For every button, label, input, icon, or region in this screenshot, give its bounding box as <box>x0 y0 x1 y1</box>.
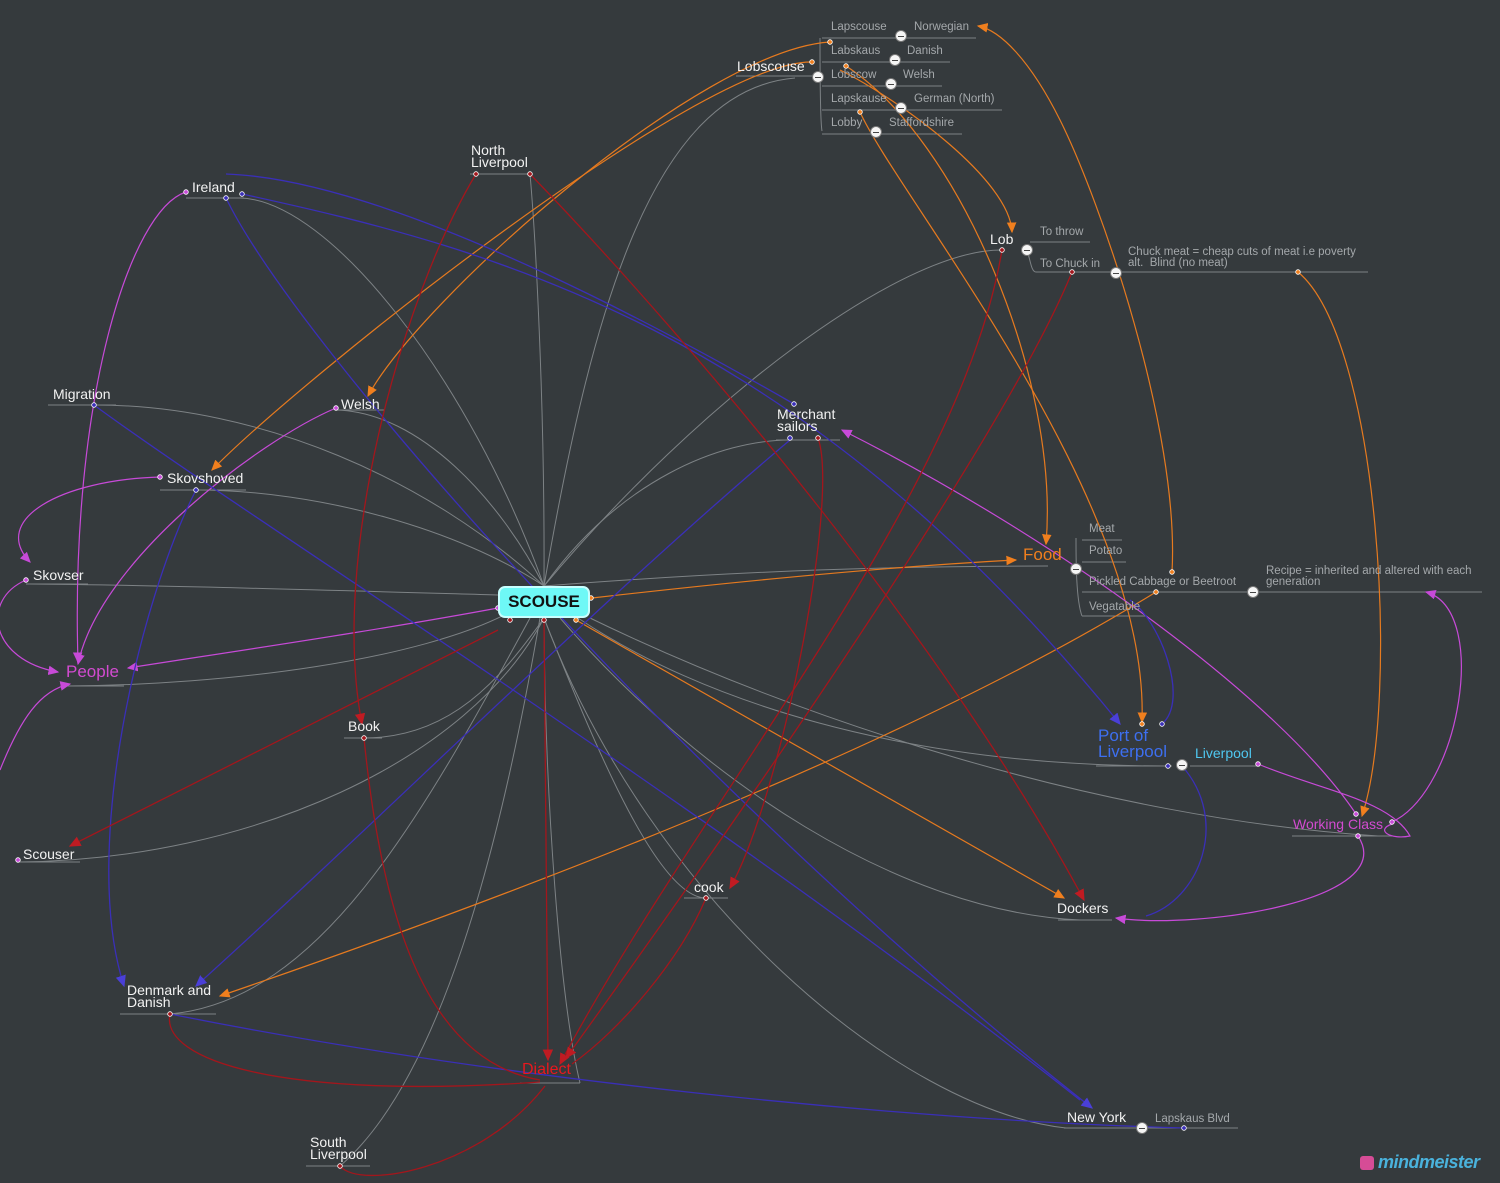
node-south-liverpool[interactable]: South Liverpool <box>310 1134 367 1162</box>
node-lapskaus-blvd[interactable]: Lapskaus Blvd <box>1155 1113 1230 1125</box>
node-skovser[interactable]: Skovser <box>33 567 84 583</box>
node-new-york[interactable]: New York <box>1067 1109 1127 1125</box>
node-potato[interactable]: Potato <box>1089 545 1123 557</box>
node-lobscow[interactable]: Lobscow <box>831 69 877 81</box>
dialect-links <box>68 173 1085 1177</box>
logo-text: mindmeister <box>1378 1152 1480 1172</box>
node-labskaus[interactable]: Labskaus <box>831 45 881 57</box>
collapse-new-york-button[interactable] <box>1136 1122 1148 1134</box>
node-merchant-sailors[interactable]: Merchant sailors <box>777 406 836 434</box>
node-vegatable[interactable]: Vegatable <box>1089 601 1141 613</box>
node-danish[interactable]: Danish <box>907 45 943 57</box>
node-north-liverpool[interactable]: North Liverpool <box>471 142 528 170</box>
collapse-labskaus-button[interactable] <box>889 54 901 66</box>
node-cook[interactable]: cook <box>694 879 724 895</box>
migration-links <box>93 173 1207 1129</box>
node-food[interactable]: Food <box>1023 545 1062 564</box>
mindmeister-logo[interactable]: mindmeister <box>1360 1152 1480 1173</box>
node-norwegian[interactable]: Norwegian <box>914 21 969 33</box>
node-skovshoved[interactable]: Skovshoved <box>167 470 244 486</box>
collapse-lobscow-button[interactable] <box>885 78 897 90</box>
node-to-chuck-in[interactable]: To Chuck in <box>1040 258 1101 270</box>
node-lobscouse[interactable]: Lobscouse <box>737 58 805 74</box>
collapse-port-button[interactable] <box>1176 759 1188 771</box>
node-welsh-language[interactable]: Welsh <box>903 69 935 81</box>
node-lobby[interactable]: Lobby <box>831 117 863 129</box>
connection-dots <box>15 39 1395 1169</box>
node-meat[interactable]: Meat <box>1089 523 1115 535</box>
food-links <box>211 23 1382 998</box>
node-people[interactable]: People <box>66 662 119 681</box>
node-german-north[interactable]: German (North) <box>914 93 995 105</box>
central-node-scouse[interactable]: SCOUSE <box>498 586 590 618</box>
node-scouser[interactable]: Scouser <box>23 846 75 862</box>
tree-connections <box>17 77 1379 1167</box>
node-dialect[interactable]: Dialect <box>522 1061 571 1078</box>
collapse-lob-button[interactable] <box>1021 244 1033 256</box>
collapse-lobby-button[interactable] <box>870 126 882 138</box>
collapse-pickled-button[interactable] <box>1247 586 1259 598</box>
node-recipe[interactable]: Recipe = inherited and altered with each… <box>1266 565 1472 588</box>
node-migration[interactable]: Migration <box>53 386 111 402</box>
node-ireland[interactable]: Ireland <box>192 179 235 195</box>
node-chuck-meat[interactable]: Chuck meat = cheap cuts of meat i.e pove… <box>1128 246 1356 269</box>
node-lapscouse[interactable]: Lapscouse <box>831 21 887 33</box>
node-book[interactable]: Book <box>348 718 380 734</box>
node-lapskause[interactable]: Lapskause <box>831 93 887 105</box>
node-to-throw[interactable]: To throw <box>1040 226 1084 238</box>
collapse-to-chuck-in-button[interactable] <box>1110 267 1122 279</box>
leaf-underlines <box>18 37 1482 1167</box>
collapse-lapscouse-button[interactable] <box>895 30 907 42</box>
collapse-food-button[interactable] <box>1070 563 1082 575</box>
mindmeister-logo-icon <box>1360 1156 1374 1170</box>
people-links <box>0 191 1462 925</box>
node-pickled[interactable]: Pickled Cabbage or Beetroot <box>1089 576 1237 588</box>
node-port-of-liverpool[interactable]: Port of Liverpool <box>1098 726 1167 761</box>
node-welsh[interactable]: Welsh <box>341 396 380 412</box>
node-denmark-and-danish[interactable]: Denmark and Danish <box>127 982 212 1010</box>
node-working-class[interactable]: Working Class <box>1293 816 1383 832</box>
collapse-lobscouse-button[interactable] <box>812 71 824 83</box>
node-liverpool[interactable]: Liverpool <box>1195 745 1252 761</box>
collapse-lapskause-button[interactable] <box>895 102 907 114</box>
node-lob[interactable]: Lob <box>990 231 1014 247</box>
node-dockers[interactable]: Dockers <box>1057 900 1109 916</box>
node-staffordshire[interactable]: Staffordshire <box>889 117 954 129</box>
